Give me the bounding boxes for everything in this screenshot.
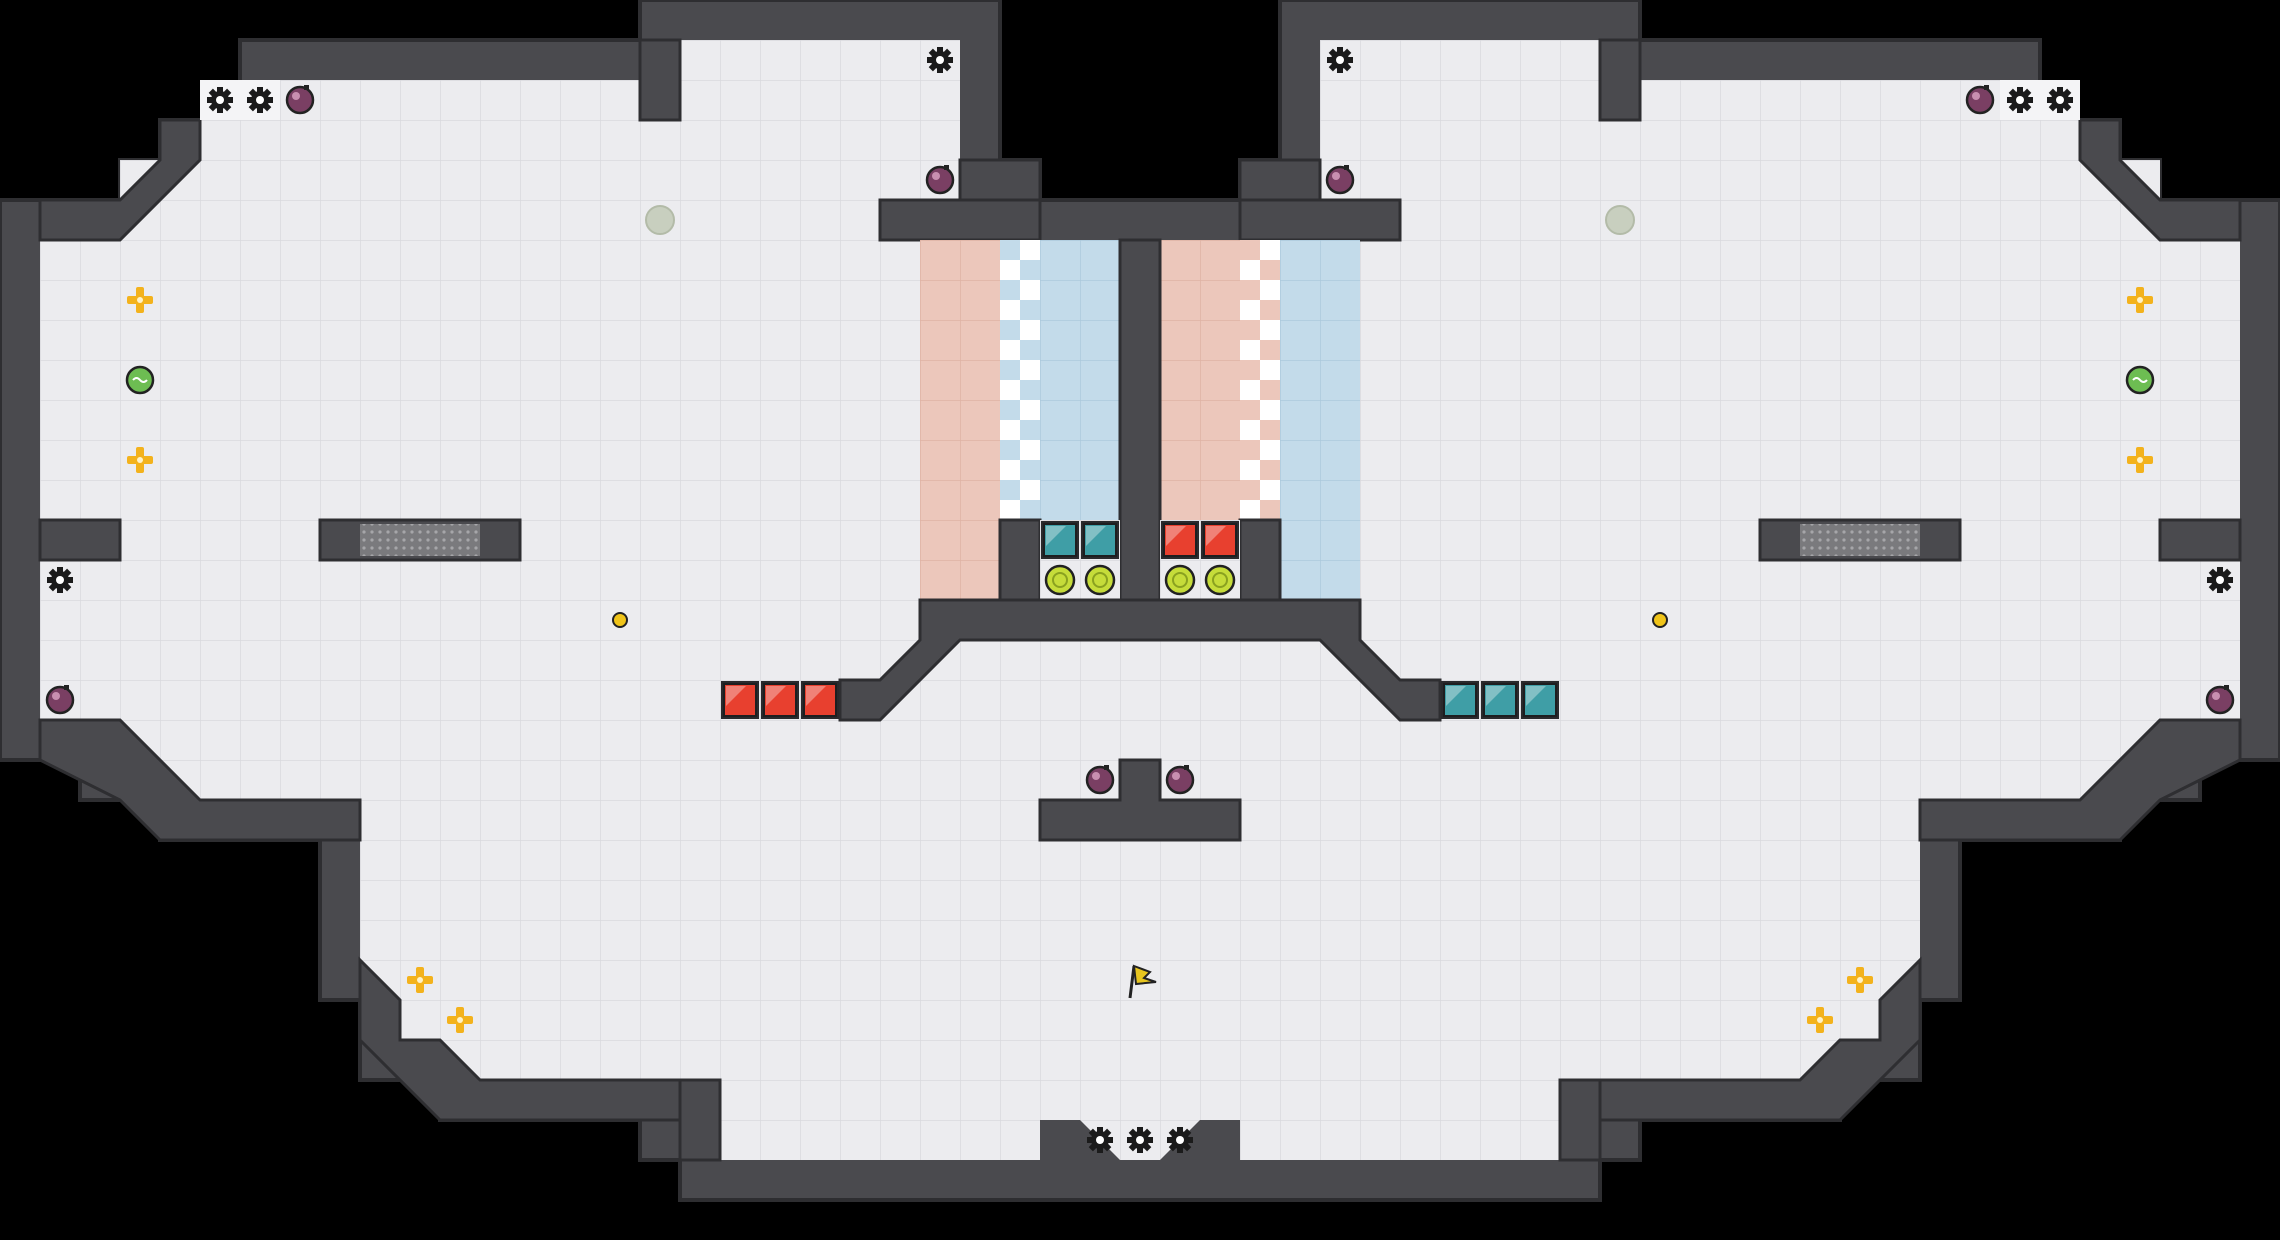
purple-orb-icon (1085, 765, 1115, 795)
yellow-orb-icon (1164, 564, 1196, 596)
goal-flag-icon (1128, 964, 1157, 999)
gear-spike-icon (1127, 1127, 1153, 1153)
side-ledges (38, 158, 2242, 562)
purple-orb-icon (2205, 685, 2235, 715)
gear-spike-icon (247, 87, 273, 113)
pale-circle-icon (645, 205, 675, 235)
teal-block (1041, 521, 1079, 559)
gear-spike-icon (47, 567, 73, 593)
red-block (1201, 521, 1239, 559)
purple-orb-icon (45, 685, 75, 715)
purple-orb-icon (285, 85, 315, 115)
gear-spike-icon (2207, 567, 2233, 593)
teal-block (1521, 681, 1559, 719)
yellow-plus-icon (1847, 967, 1873, 993)
yellow-plus-icon (447, 1007, 473, 1033)
purple-orb-icon (925, 165, 955, 195)
green-orb-icon (125, 365, 155, 395)
green-orb-icon (2125, 365, 2155, 395)
gear-spike-icon (1167, 1127, 1193, 1153)
red-block (801, 681, 839, 719)
gear-spike-icon (1327, 47, 1353, 73)
yellow-plus-icon (2127, 287, 2153, 313)
gear-spike-icon (2007, 87, 2033, 113)
gold-dot-icon (1652, 612, 1668, 628)
wall-notches (38, 38, 2242, 1162)
gear-spike-icon (2047, 87, 2073, 113)
gold-dot-icon (612, 612, 628, 628)
red-block (721, 681, 759, 719)
yellow-plus-icon (127, 447, 153, 473)
gear-spike-icon (927, 47, 953, 73)
yellow-orb-icon (1084, 564, 1116, 596)
purple-orb-icon (1325, 165, 1355, 195)
purple-orb-icon (1965, 85, 1995, 115)
teal-block (1081, 521, 1119, 559)
yellow-orb-icon (1204, 564, 1236, 596)
teal-block (1441, 681, 1479, 719)
gear-spike-icon (207, 87, 233, 113)
yellow-plus-icon (407, 967, 433, 993)
purple-orb-icon (1165, 765, 1195, 795)
yellow-plus-icon (127, 287, 153, 313)
pale-circle-icon (1605, 205, 1635, 235)
gear-spike-icon (1087, 1127, 1113, 1153)
yellow-plus-icon (2127, 447, 2153, 473)
yellow-orb-icon (1044, 564, 1076, 596)
yellow-plus-icon (1807, 1007, 1833, 1033)
teal-block (1481, 681, 1519, 719)
central-chambers (838, 238, 1442, 722)
red-block (1161, 521, 1199, 559)
red-block (761, 681, 799, 719)
